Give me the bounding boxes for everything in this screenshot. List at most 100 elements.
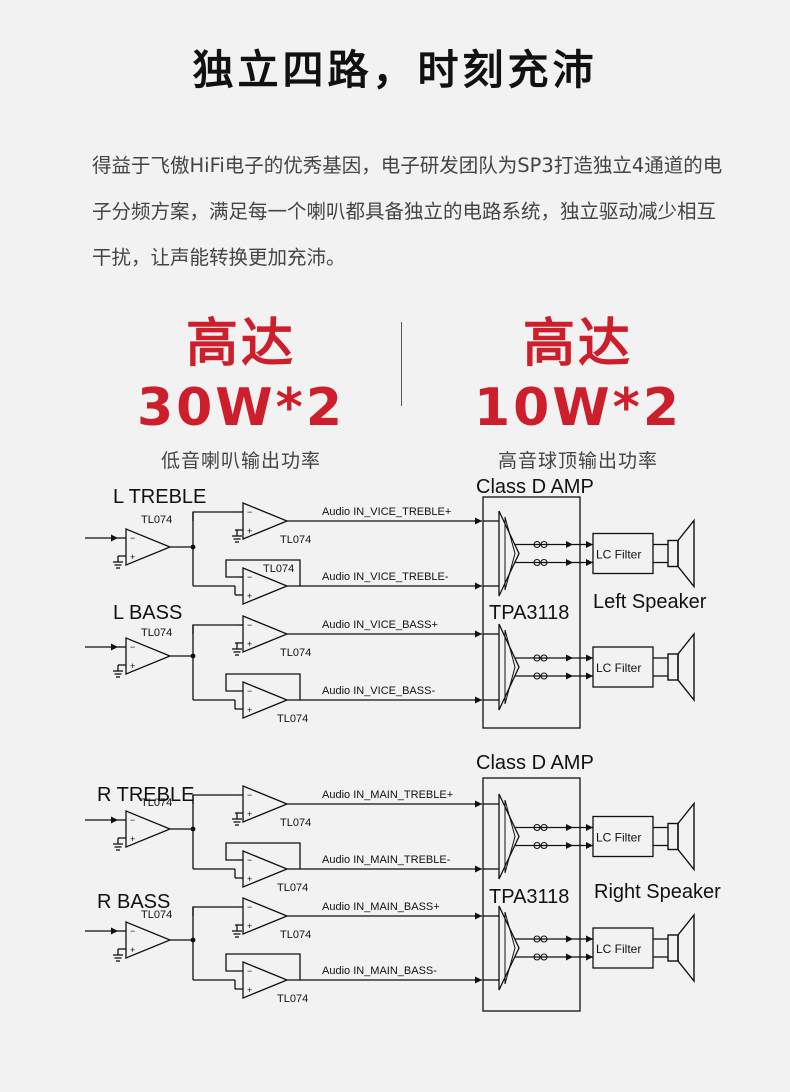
feedback-wire <box>225 559 301 586</box>
tweeter-power-spec: 高达10W*2 高音球顶输出功率 <box>422 312 734 473</box>
opamp-triangle <box>242 567 289 605</box>
coil-loop <box>540 654 548 662</box>
coil-loop <box>533 841 541 850</box>
coil-loop <box>540 558 548 567</box>
opamp-minus-sign: − <box>130 533 135 543</box>
opamp-minus-sign: − <box>247 902 252 912</box>
feedback-wire <box>225 842 301 869</box>
ground-symbol <box>232 530 242 543</box>
speaker-label: Left Speaker <box>593 591 707 613</box>
lc-filter-label: LC Filter <box>596 942 641 956</box>
ground-symbol <box>113 949 123 962</box>
signal-label-plus: Audio IN_MAIN_TREBLE+ <box>322 789 453 801</box>
ground-symbol <box>113 838 123 851</box>
channel-name-label: R TREBLE <box>97 784 194 806</box>
power-amp-inner <box>504 911 516 985</box>
speaker-magnet <box>667 653 679 681</box>
arrow-head <box>111 816 118 824</box>
opamp-minus-sign: − <box>247 620 252 630</box>
coil-loop <box>540 953 548 961</box>
wire <box>192 511 235 521</box>
opamp-plus-sign: + <box>130 834 135 844</box>
opamp-plus-sign: + <box>247 639 252 649</box>
wire <box>192 624 235 634</box>
signal-label-plus: Audio IN_VICE_BASS+ <box>322 619 438 631</box>
coil-loop <box>533 823 541 832</box>
arrow-head <box>566 541 573 548</box>
opamp-triangle <box>242 961 289 999</box>
class-d-amp-box <box>482 777 581 1012</box>
opamp-triangle <box>242 615 289 653</box>
opamp-label: TL074 <box>141 797 172 809</box>
opamp-tl074: −+TL074 <box>118 627 172 675</box>
power-amp-inner <box>504 516 516 591</box>
opamp-plus-sign: + <box>247 985 252 995</box>
coil-loop <box>540 672 548 680</box>
wire <box>192 906 235 916</box>
arrow-head <box>111 534 118 542</box>
woofer-power-spec: 高达30W*2 低音喇叭输出功率 <box>90 312 392 473</box>
opamp-tl074: −+TL074 <box>235 961 308 1005</box>
opamp-label: TL074 <box>263 563 294 575</box>
opamp-minus-sign: − <box>247 507 252 517</box>
opamp-triangle <box>125 637 172 675</box>
tweeter-power-value: 高达10W*2 <box>473 314 683 438</box>
opamp-plus-sign: + <box>247 874 252 884</box>
opamp-plus-sign: + <box>247 921 252 931</box>
opamp-triangle <box>125 528 172 566</box>
opamp-label: TL074 <box>277 993 308 1005</box>
power-amp-inner <box>504 629 516 705</box>
power-amp-triangle <box>498 905 520 991</box>
feedback-wire <box>225 953 301 980</box>
opamp-label: TL074 <box>277 713 308 725</box>
arrow-head <box>475 976 482 984</box>
channel-name-label: L TREBLE <box>113 486 206 508</box>
coil-loop <box>533 654 541 662</box>
class-d-amp-box <box>482 496 581 729</box>
opamp-label: TL074 <box>141 909 172 921</box>
lc-filter-label: LC Filter <box>596 831 641 845</box>
lc-filter-box <box>592 815 654 858</box>
ground-symbol <box>232 643 242 656</box>
speaker-icon <box>677 913 695 983</box>
channel-name-label: R BASS <box>97 891 170 913</box>
opamp-triangle <box>242 681 289 719</box>
signal-label-minus: Audio IN_MAIN_TREBLE- <box>322 854 451 866</box>
opamp-plus-sign: + <box>247 705 252 715</box>
arrow-head <box>475 865 482 873</box>
opamp-minus-sign: − <box>247 572 252 582</box>
class-d-amp-label: Class D AMP <box>476 476 594 498</box>
lc-filter-box <box>592 927 654 969</box>
power-amp-triangle <box>498 623 520 711</box>
speaker-label: Right Speaker <box>594 881 721 903</box>
tpa3118-chip-label: TPA3118 <box>489 886 569 908</box>
speaker-icon <box>677 632 695 702</box>
opamp-tl074: −+TL074 <box>235 850 308 894</box>
power-amp-triangle <box>498 510 520 597</box>
opamp-label: TL074 <box>141 627 172 639</box>
arrow-head <box>566 654 573 662</box>
tweeter-power-caption: 高音球顶输出功率 <box>497 450 658 472</box>
opamp-minus-sign: − <box>247 855 252 865</box>
opamp-triangle <box>242 502 289 540</box>
lc-filter-box <box>592 532 654 575</box>
woofer-power-value: 高达30W*2 <box>136 314 346 438</box>
opamp-plus-sign: + <box>130 661 135 671</box>
opamp-tl074: −+TL074 <box>235 502 311 546</box>
opamp-tl074: −+TL074 <box>235 615 311 659</box>
opamp-label: TL074 <box>141 514 172 526</box>
tpa3118-chip-label: TPA3118 <box>489 602 569 624</box>
coil-loop <box>540 841 548 850</box>
arrow-head <box>566 672 573 680</box>
signal-label-minus: Audio IN_VICE_BASS- <box>322 685 435 697</box>
spec-divider <box>401 322 402 406</box>
arrow-head <box>586 541 593 548</box>
arrow-head <box>475 630 482 638</box>
opamp-minus-sign: − <box>247 790 252 800</box>
